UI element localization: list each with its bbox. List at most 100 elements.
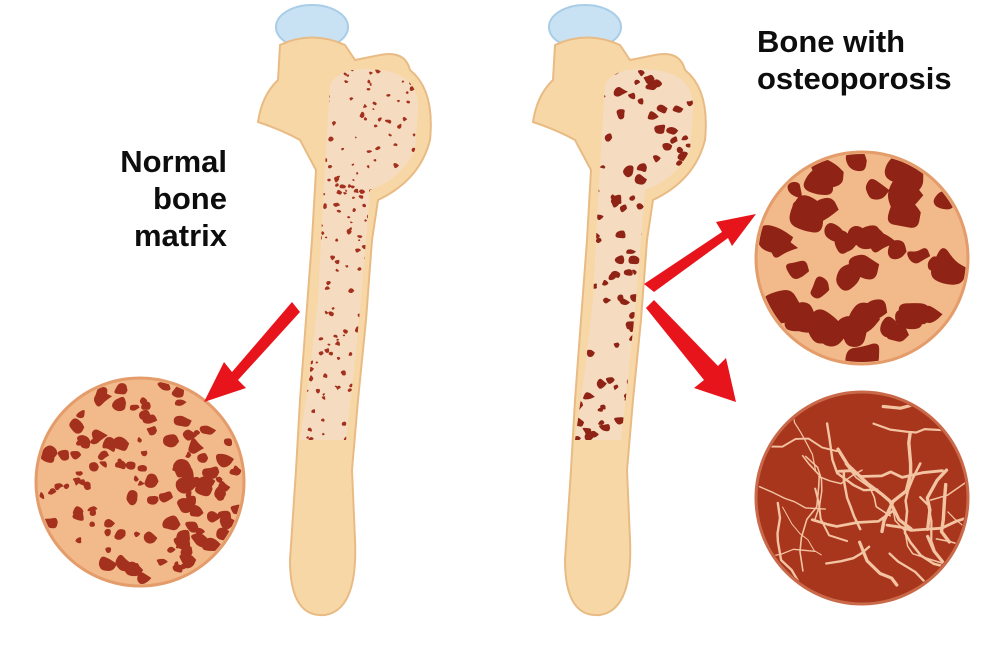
bone-pore xyxy=(412,223,419,228)
matrix-pore xyxy=(139,397,148,405)
bone-pore xyxy=(638,371,649,380)
matrix-pore xyxy=(63,483,70,490)
matrix-crack xyxy=(844,462,891,517)
bone-pore xyxy=(343,192,348,195)
bone-pore xyxy=(318,337,324,341)
matrix-crack xyxy=(768,437,838,453)
matrix-crack xyxy=(758,486,826,510)
matrix-pore xyxy=(89,462,99,472)
matrix-pore xyxy=(137,437,142,443)
matrix-pore xyxy=(887,240,907,260)
matrix-pore xyxy=(162,515,181,531)
matrix-pore xyxy=(191,533,208,548)
bone-pore xyxy=(681,135,689,141)
bone-pore xyxy=(397,235,401,238)
matrix-pore xyxy=(189,505,204,517)
matrix-pore xyxy=(76,409,85,419)
bone-pore xyxy=(402,270,405,273)
bone-pore xyxy=(392,344,396,347)
matrix-pore xyxy=(83,481,91,491)
bone-pore xyxy=(639,423,646,430)
bone-pore xyxy=(368,421,375,427)
matrix-pore xyxy=(179,468,194,479)
matrix-pore xyxy=(57,449,70,461)
bone-pore xyxy=(353,188,359,193)
osteoporosis-bone xyxy=(531,4,707,617)
bone-pore xyxy=(328,136,334,142)
matrix-crack xyxy=(929,441,966,501)
bone-pore xyxy=(326,280,331,286)
matrix-pore xyxy=(69,418,85,434)
bone-pore xyxy=(637,69,645,77)
bone-pore xyxy=(306,436,309,439)
bone-pore xyxy=(307,427,312,432)
bone-pore xyxy=(643,398,648,404)
bone-pore xyxy=(605,377,615,384)
bone-pore xyxy=(386,320,393,324)
matrix-pore xyxy=(114,529,126,540)
bone-pore xyxy=(375,146,381,151)
bone-pore xyxy=(664,199,672,206)
bone-pore xyxy=(368,314,375,320)
bone-pore xyxy=(366,165,370,169)
bone-pore xyxy=(384,234,390,239)
matrix-pore xyxy=(72,477,82,486)
bone-pore xyxy=(396,99,400,103)
bone-pore xyxy=(336,356,341,361)
matrix-pore xyxy=(162,434,180,448)
bone-pore xyxy=(408,297,414,305)
bone-pore xyxy=(393,143,398,147)
bone-pore xyxy=(385,288,392,293)
bone-pore xyxy=(575,211,585,219)
bone-pore xyxy=(656,104,668,114)
bone-pore xyxy=(584,433,594,440)
bone-pore xyxy=(321,231,325,236)
matrix-pore xyxy=(195,527,206,536)
bone-pore xyxy=(402,283,406,288)
bone-pore xyxy=(347,388,353,392)
matrix-pore xyxy=(811,158,844,188)
bone-pore xyxy=(336,209,342,213)
matrix-crack xyxy=(925,468,949,531)
matrix-pore xyxy=(215,453,234,468)
matrix-crack xyxy=(814,487,849,543)
matrix-pore xyxy=(47,488,57,495)
bone-pore xyxy=(369,71,374,75)
bone-pore xyxy=(369,377,374,383)
bone-pore xyxy=(345,265,349,268)
bone-pore xyxy=(636,382,641,389)
bone-pore xyxy=(616,109,625,120)
bone-pore xyxy=(646,381,654,390)
bone-pore xyxy=(315,361,319,364)
bone-pore xyxy=(366,88,371,91)
bone-pore xyxy=(602,279,609,286)
bone-pore xyxy=(684,185,691,191)
bone-pore xyxy=(410,371,417,377)
matrix-pore xyxy=(167,546,176,553)
bone-pore xyxy=(358,239,361,242)
matrix-crack xyxy=(782,506,822,556)
bone-pore xyxy=(308,375,314,382)
bone-pore xyxy=(412,289,417,293)
bone-pore xyxy=(401,189,406,193)
normal-bone-matrix-disc xyxy=(34,376,246,588)
bone-pore xyxy=(367,79,371,84)
bone-pore xyxy=(343,72,348,76)
bone-pore xyxy=(389,318,392,321)
bone-pore xyxy=(381,359,389,365)
matrix-pore xyxy=(156,558,168,566)
bone-pore xyxy=(634,174,647,185)
matrix-pore xyxy=(97,450,109,461)
matrix-pore xyxy=(172,564,183,573)
bone-pore xyxy=(418,418,421,421)
bone-pore xyxy=(363,117,368,121)
arrow-osteo-up xyxy=(644,214,756,292)
bone-pore xyxy=(614,255,625,265)
bone-pore xyxy=(350,221,353,224)
bone-pore xyxy=(359,111,365,118)
bone-pore xyxy=(690,265,694,273)
bone-pore xyxy=(348,352,353,356)
matrix-pore xyxy=(810,276,830,299)
bone-pore xyxy=(324,286,330,290)
